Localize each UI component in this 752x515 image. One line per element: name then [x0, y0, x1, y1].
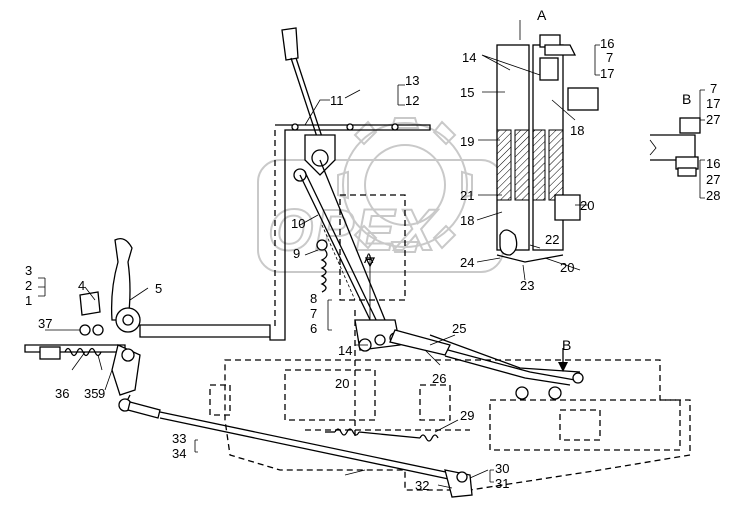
callout-7-b: 7 — [710, 81, 717, 96]
left-lever-assembly — [24, 237, 141, 406]
callout-36: 36 — [55, 386, 69, 401]
callout-18-lower: 18 — [460, 213, 474, 228]
callout-32: 32 — [415, 478, 429, 493]
callout-25: 25 — [452, 321, 466, 336]
callout-11: 11 — [330, 93, 344, 108]
upper-lever — [281, 27, 336, 176]
callout-29: 29 — [460, 408, 474, 423]
callout-13: 13 — [405, 73, 419, 88]
watermark-text: OPEX — [268, 198, 438, 263]
callout-20-center: 20 — [335, 376, 349, 391]
callout-27-c: 27 — [706, 172, 720, 187]
callout-7-a: 7 — [606, 50, 613, 65]
callout-30: 30 — [495, 461, 509, 476]
callout-17-a: 17 — [600, 66, 614, 81]
detail-a — [496, 20, 599, 263]
callout-34: 34 — [172, 446, 186, 461]
callout-19: 19 — [460, 134, 474, 149]
console-bracket — [139, 123, 431, 341]
callout-16-a: 16 — [600, 36, 614, 51]
lower-rod — [118, 398, 473, 498]
control-rods — [293, 159, 386, 331]
callout-12: 12 — [405, 93, 419, 108]
callout-20-a: 20 — [580, 198, 594, 213]
callout-9-left: 9 — [98, 386, 105, 401]
center-mechanism — [354, 255, 584, 400]
detail-b — [649, 117, 701, 177]
view-b-title: B — [682, 91, 691, 107]
watermark: OPEX — [257, 117, 504, 273]
callout-31: 31 — [495, 476, 509, 491]
callout-26: 26 — [432, 371, 446, 386]
callout-21: 21 — [460, 188, 474, 203]
callout-16-b: 16 — [706, 156, 720, 171]
callout-15: 15 — [460, 85, 474, 100]
callout-22: 22 — [545, 232, 559, 247]
callout-14-a: 14 — [462, 50, 476, 65]
view-a-title: A — [537, 7, 547, 23]
section-marker-b: B — [562, 337, 571, 353]
callout-3: 3 — [25, 263, 32, 278]
callout-1: 1 — [25, 293, 32, 308]
callout-27-b: 27 — [706, 112, 720, 127]
callout-6: 6 — [310, 321, 317, 336]
spring-29 — [325, 428, 439, 442]
callout-2: 2 — [25, 278, 32, 293]
callout-9: 9 — [293, 246, 300, 261]
leader-lines — [38, 44, 705, 489]
callout-5: 5 — [155, 281, 162, 296]
callout-10: 10 — [291, 216, 305, 231]
callout-4: 4 — [78, 278, 85, 293]
callouts: 3 2 1 4 5 37 36 35 9 33 34 11 13 12 10 9… — [25, 36, 720, 493]
callout-14-center: 14 — [338, 343, 352, 358]
b-view-arrow — [558, 348, 568, 372]
callout-20-low: 20 — [560, 260, 574, 275]
callout-35: 35 — [84, 386, 98, 401]
callout-23: 23 — [520, 278, 534, 293]
callout-37: 37 — [38, 316, 52, 331]
section-marker-a: A — [364, 250, 374, 266]
callout-33: 33 — [172, 431, 186, 446]
callout-24: 24 — [460, 255, 474, 270]
callout-18-a: 18 — [570, 123, 584, 138]
callout-7: 7 — [310, 306, 317, 321]
callout-17-b: 17 — [706, 96, 720, 111]
callout-8: 8 — [310, 291, 317, 306]
callout-28: 28 — [706, 188, 720, 203]
